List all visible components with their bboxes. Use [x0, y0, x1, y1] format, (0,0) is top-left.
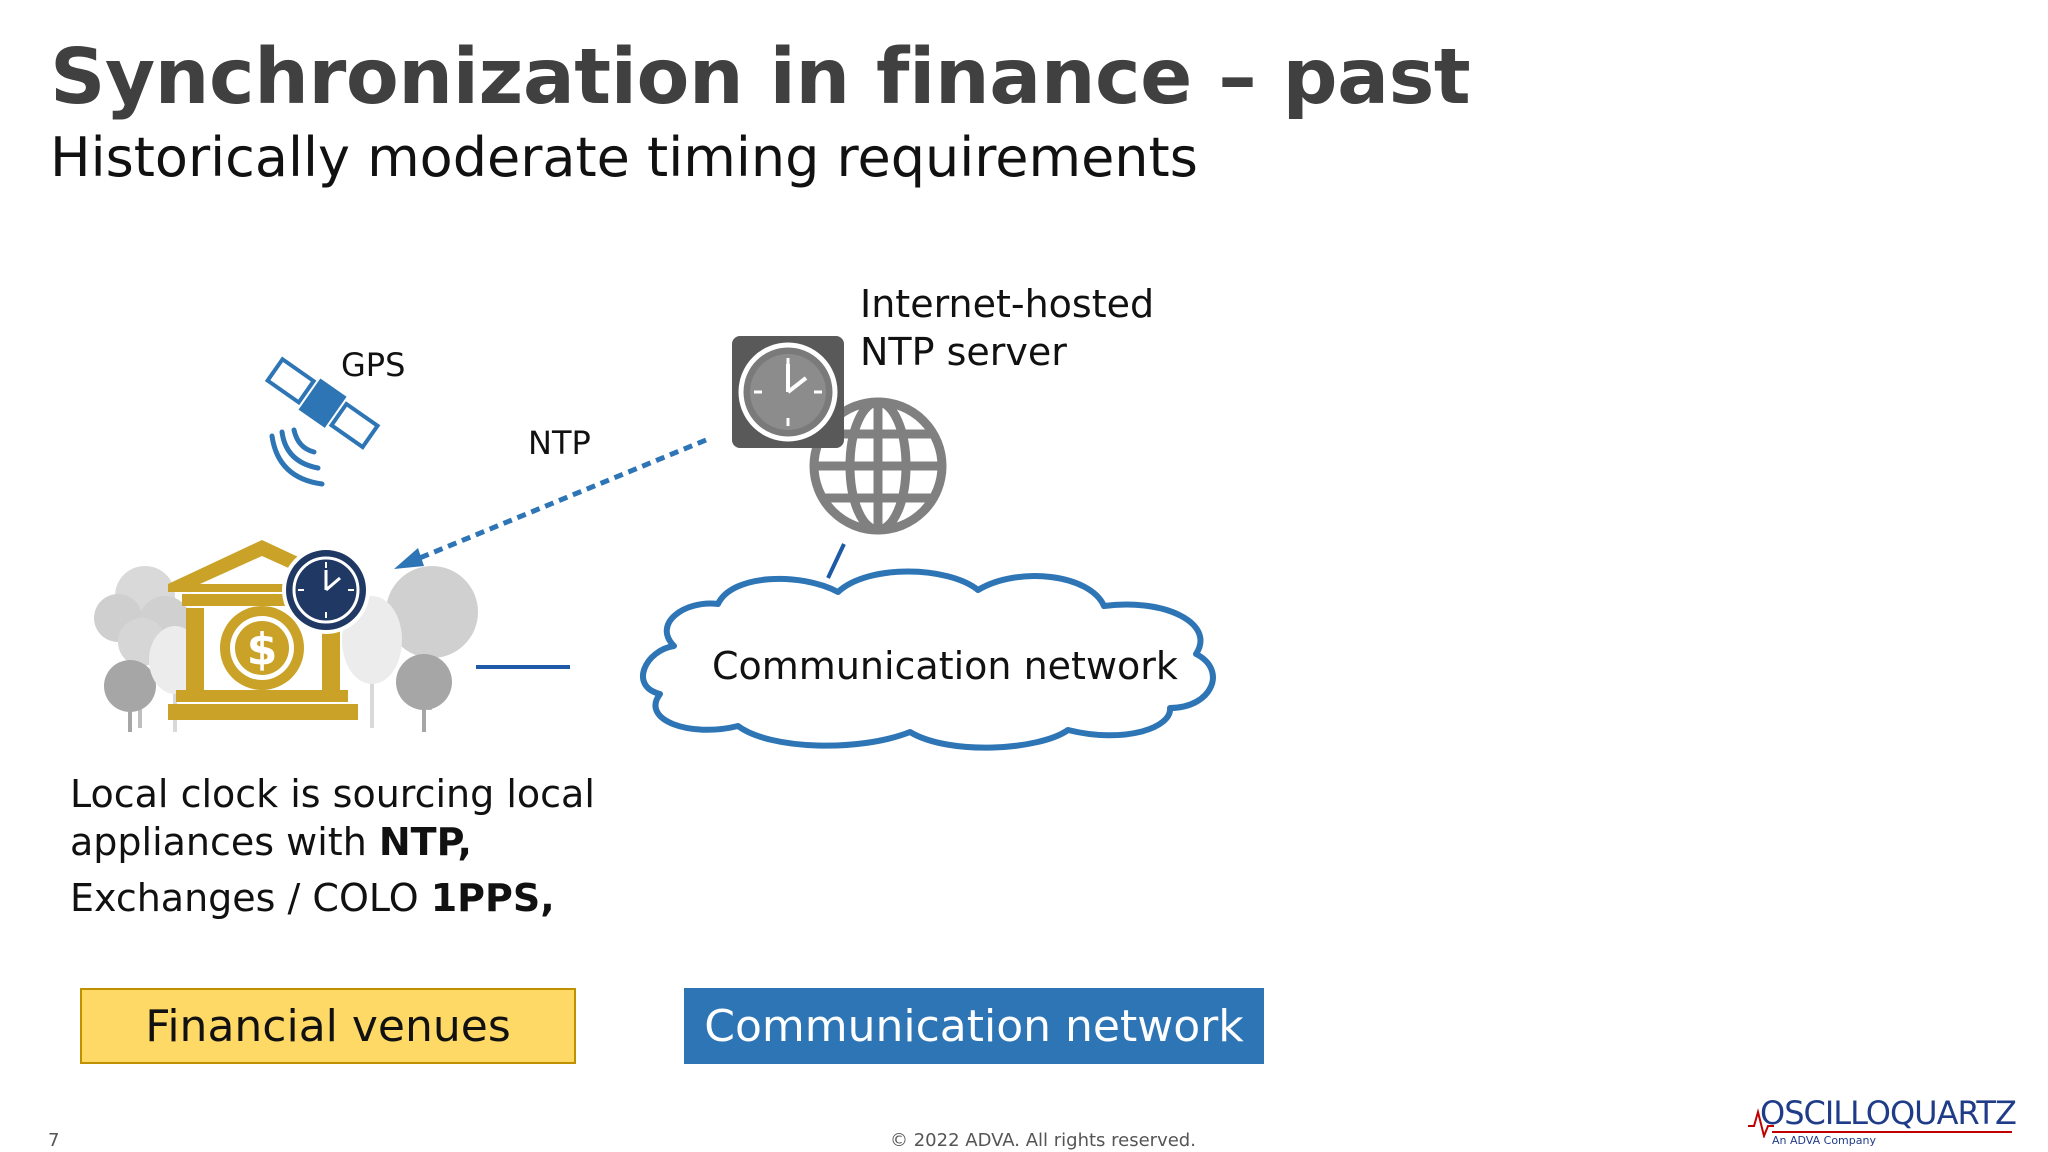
- dollar-icon: $: [247, 624, 278, 675]
- clock-icon: [732, 336, 844, 448]
- description-line-2-bold: NTP,: [378, 820, 472, 864]
- tree-icon: [396, 654, 452, 732]
- company-logo: OSCILLOQUARTZ An ADVA Company: [1748, 1094, 2017, 1152]
- ntp-server-label: Internet-hosted NTP server: [860, 280, 1154, 376]
- page-number: 7: [48, 1130, 60, 1151]
- description-line-2-text: appliances with: [70, 820, 379, 864]
- bank-icon: [168, 540, 358, 720]
- copyright-text: © 2022 ADVA. All rights reserved.: [890, 1130, 1196, 1151]
- description-line-3-bold: 1PPS,: [430, 876, 555, 920]
- ntp-server-label-line2: NTP server: [860, 330, 1067, 374]
- wave-icon: [1748, 1108, 1774, 1138]
- logo-tagline: An ADVA Company: [1772, 1134, 1876, 1147]
- financial-venues-box: Financial venues: [80, 988, 576, 1064]
- logo-name: OSCILLOQUARTZ: [1760, 1094, 2017, 1132]
- communication-network-box: Communication network: [684, 988, 1264, 1064]
- tree-icon: [104, 660, 156, 732]
- ntp-label: NTP: [528, 424, 591, 462]
- description-line-2: appliances with NTP,: [70, 818, 595, 866]
- description-line-1: Local clock is sourcing local: [70, 772, 595, 816]
- cloud-icon: [640, 568, 1216, 751]
- cloud-label: Communication network: [712, 644, 1178, 688]
- slide-title: Synchronization in finance – past: [50, 33, 1471, 122]
- globe-icon: [809, 397, 947, 535]
- local-clock-description: Local clock is sourcing local appliances…: [70, 770, 595, 922]
- signal-waves-icon: [269, 427, 325, 487]
- clock-icon: [282, 546, 370, 634]
- slide-subtitle: Historically moderate timing requirement…: [50, 126, 1198, 189]
- ntp-arrow: [394, 437, 707, 569]
- satellite-icon: [264, 356, 381, 450]
- description-line-3-text: Exchanges / COLO: [70, 876, 431, 920]
- description-line-3: Exchanges / COLO 1PPS,: [70, 874, 595, 922]
- connector-line: [826, 543, 846, 579]
- logo-underline: [1772, 1131, 2012, 1133]
- gps-label: GPS: [341, 346, 406, 384]
- tree-icon: [94, 566, 191, 728]
- ntp-server-label-line1: Internet-hosted: [860, 282, 1155, 326]
